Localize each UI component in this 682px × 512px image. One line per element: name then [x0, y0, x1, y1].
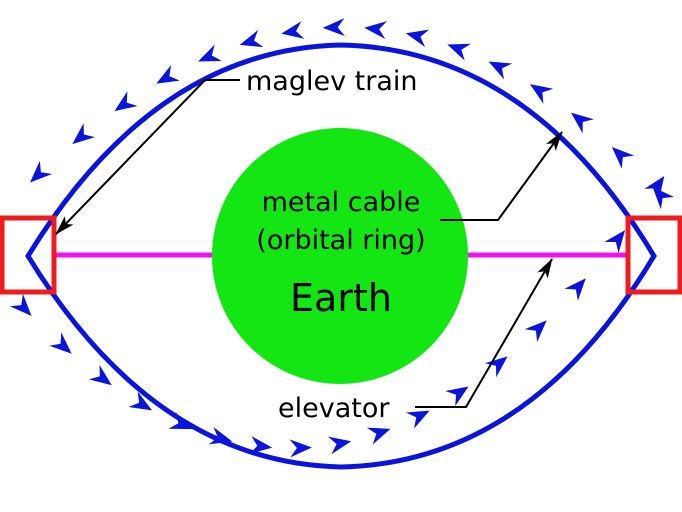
top-flow-arrow-icon [611, 146, 635, 169]
top-flow-arrow-icon [529, 84, 554, 104]
bottom-flow-arrow-icon [49, 332, 72, 354]
top-flow-arrow-icon [114, 91, 138, 112]
top-flow-arrow-icon [488, 61, 513, 80]
bottom-flow-arrow-icon [366, 427, 391, 445]
top-flow-arrow-icon [322, 18, 346, 37]
bottom-flow-arrow-icon [405, 410, 430, 429]
earth-label: Earth [290, 276, 392, 320]
bottom-flow-arrow-icon [445, 386, 469, 407]
top-flow-arrow-icon [156, 64, 180, 84]
metal-cable-label: metal cable [262, 187, 421, 218]
top-flow-arrow-icon [281, 21, 305, 39]
bottom-flow-arrow-icon [88, 364, 112, 386]
right-station [625, 215, 682, 295]
bottom-flow-arrow-icon [249, 436, 273, 454]
top-flow-arrow-icon [364, 21, 388, 39]
top-flow-arrow-icon [447, 43, 472, 61]
elevator-label: elevator [278, 393, 390, 424]
bottom-flow-arrow-icon [484, 356, 508, 378]
bottom-flow-arrow-icon [524, 320, 547, 343]
earth-circle [212, 128, 468, 384]
bottom-flow-arrow-icon [327, 436, 352, 455]
bottom-flow-arrow-icon [644, 175, 665, 200]
flow-arrows [9, 18, 675, 458]
bottom-flow-arrow-icon [604, 230, 626, 254]
top-flow-arrow-icon [198, 44, 222, 62]
orbital-ring-label: (orbital ring) [256, 225, 425, 256]
top-flow-arrow-icon [405, 29, 430, 48]
top-flow-arrow-icon [30, 160, 53, 183]
cable-pointer-arrow [440, 131, 563, 221]
orbital-ring [25, 42, 657, 470]
bottom-flow-arrow-icon [289, 439, 312, 458]
maglev-pointer-arrow [55, 79, 240, 235]
bottom-flow-arrow-icon [128, 391, 153, 411]
elevator-pointer-arrow [415, 258, 553, 408]
bottom-flow-arrow-icon [168, 412, 193, 430]
top-flow-arrow-icon [239, 29, 264, 48]
left-station [0, 215, 57, 295]
bottom-flow-arrow-icon [208, 427, 233, 445]
bottom-flow-arrow-icon [9, 293, 32, 316]
bottom-flow-arrow-icon [564, 278, 586, 301]
maglev-train-label: maglev train [246, 66, 418, 97]
top-flow-arrow-icon [72, 123, 96, 145]
top-flow-arrow-icon [570, 112, 594, 134]
